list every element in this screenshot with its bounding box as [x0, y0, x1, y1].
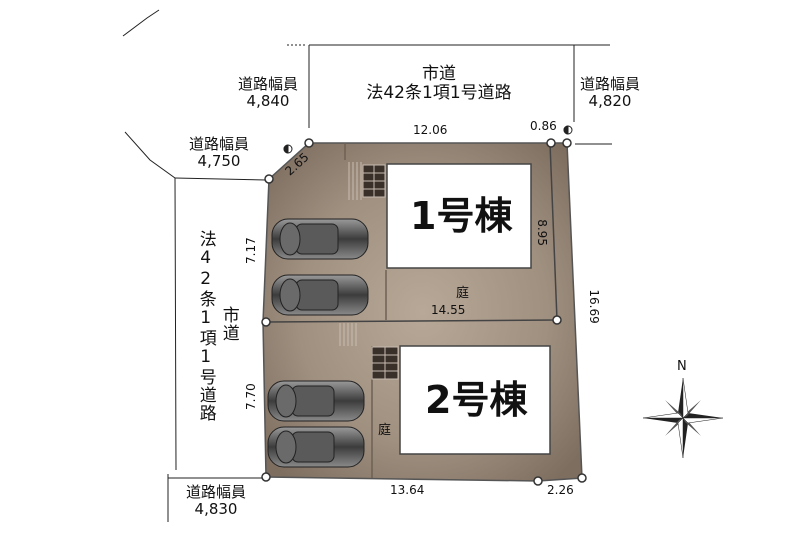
building-2-footprint	[399, 345, 551, 455]
road-width-value: 4,750	[197, 151, 241, 170]
dimension-bottom: 13.64	[390, 483, 425, 497]
entrance-tiles-1	[362, 164, 386, 198]
dimension-left-upper: 7.17	[243, 237, 258, 264]
left-road-class: 法42条1項1号道路	[195, 230, 216, 422]
building-1-footprint	[386, 163, 532, 269]
road-edge-top-left	[122, 9, 160, 37]
compass-north-label: N	[677, 359, 687, 374]
road-width-label-top-right: 道路幅員 4,820	[580, 76, 640, 109]
road-width-value: 4,840	[246, 91, 290, 110]
dimension-divider-right: 8.95	[534, 219, 549, 246]
road-width-title: 道路幅員	[188, 135, 250, 153]
dimension-top: 12.06	[413, 123, 448, 137]
dimension-right: 16.69	[586, 289, 601, 324]
road-width-label-left: 道路幅員 4,750	[189, 136, 249, 169]
boundary-markers	[261, 138, 587, 486]
dimension-middle: 14.55	[431, 303, 466, 317]
parked-car-4	[267, 426, 365, 468]
survey-markers	[283, 125, 573, 154]
top-road-label: 市道 法42条1項1号道路	[366, 65, 511, 102]
dimension-bottom-right: 2.26	[547, 483, 574, 497]
road-edge-left	[124, 131, 177, 471]
road-width-value: 4,830	[194, 499, 238, 518]
road-width-label-top-left: 道路幅員 4,840	[238, 76, 298, 109]
parked-car-3	[267, 380, 365, 422]
top-road-name: 市道	[421, 64, 456, 84]
north-arrow-icon	[642, 377, 724, 459]
dimension-top-right: 0.86	[530, 119, 557, 133]
road-width-title: 道路幅員	[185, 483, 247, 501]
left-road-name: 市道	[218, 306, 239, 342]
road-lines	[122, 9, 612, 522]
parked-car-2	[271, 274, 369, 316]
road-width-title: 道路幅員	[579, 75, 641, 93]
parked-car-1	[271, 218, 369, 260]
entrance-steps-2	[339, 323, 357, 346]
building-1-label: 1号棟	[410, 194, 513, 238]
road-width-label-bottom: 道路幅員 4,830	[186, 484, 246, 517]
dimension-left-lower: 7.70	[243, 383, 258, 410]
garden-2-label: 庭	[378, 423, 392, 438]
entrance-tiles-2	[371, 346, 399, 380]
building-2-label: 2号棟	[425, 378, 528, 422]
lot-divider-right	[549, 142, 558, 321]
road-width-value: 4,820	[588, 91, 632, 110]
entrance-steps-1	[348, 162, 362, 200]
garden-1-label: 庭	[456, 286, 470, 301]
lot-divider	[265, 319, 558, 323]
road-width-title: 道路幅員	[237, 75, 299, 93]
top-road-class: 法42条1項1号道路	[366, 82, 512, 103]
